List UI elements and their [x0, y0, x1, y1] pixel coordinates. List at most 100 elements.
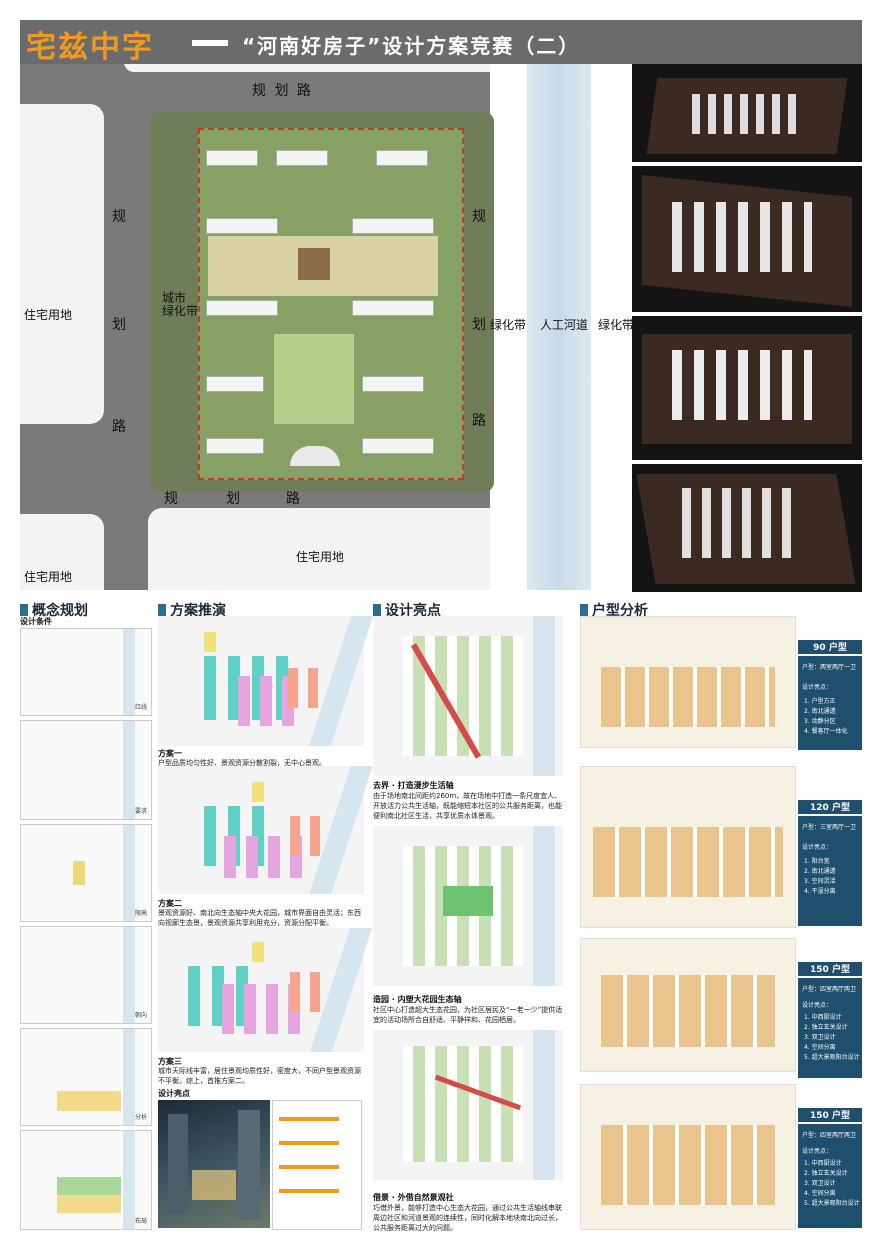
- model-buildings: [672, 202, 812, 272]
- residential-bottomleft-label: 住宅用地: [24, 570, 73, 584]
- highlight-1-text: 由于场地南北间距约260m，故在场地中打造一条尺度宜人、开放活力公共生活轴，既能…: [373, 792, 562, 820]
- unit-point: 5. 超大景观阳台设计: [804, 1200, 860, 1207]
- residential-block-top: [124, 64, 510, 72]
- concept-card-2: 退线要求: [20, 720, 152, 820]
- render-tower: [168, 1114, 188, 1214]
- unit-point: 2. 南北通透: [804, 708, 836, 715]
- residential-block-bottomleft: [20, 514, 104, 590]
- building: [352, 300, 434, 316]
- concept-card-4: 建筑朝向: [20, 926, 152, 1024]
- model-photo-3: [632, 316, 862, 460]
- city-greenbelt-label: 城市 绿化带: [162, 291, 199, 318]
- legend-line: [279, 1189, 339, 1193]
- render-photo: [158, 1100, 270, 1228]
- section-highlights-label: 设计亮点: [385, 603, 441, 619]
- right-road-label-3: 路: [472, 413, 488, 429]
- axo-garden: [443, 886, 493, 916]
- unit-type: 户型：四室两厅两卫: [802, 1132, 857, 1139]
- highlight-axo-2: [373, 826, 563, 986]
- building: [362, 438, 434, 454]
- unit-type: 户型：两室两厅一卫: [802, 664, 857, 671]
- unit-point: 1. 中西厨设计: [804, 1014, 842, 1021]
- section-marker: [580, 604, 588, 616]
- unit-points-title: 设计亮点：: [802, 1002, 833, 1009]
- highlight-2-title: 造园 · 内塑大花园生态轴: [373, 995, 462, 1004]
- brand-title: 宅兹中字: [26, 30, 154, 65]
- residential-bottom-label: 住宅用地: [296, 550, 345, 564]
- residential-block-left: [20, 104, 104, 424]
- legend-line: [279, 1117, 339, 1121]
- unit-type: 户型：四室两厅两卫: [802, 986, 857, 993]
- central-garden: [274, 334, 354, 424]
- scheme-axo-2: [158, 766, 373, 894]
- zone-fill: [57, 1091, 121, 1111]
- floorplan-rooms: [601, 1125, 775, 1205]
- legend-line: [279, 1165, 339, 1169]
- river-strip: [123, 927, 135, 1023]
- highlight-3-title: 借景 · 外借自然景观社: [373, 1193, 454, 1202]
- unit-info-150a: 户型：四室两厅两卫 设计亮点： 1. 中西厨设计 2. 独立玄关设计 3. 双卫…: [798, 978, 862, 1078]
- unit-point: 3. 双卫设计: [804, 1180, 836, 1187]
- unit-type: 户型：三室两厅一卫: [802, 824, 857, 831]
- canal: [527, 64, 591, 590]
- entrance-canopy: [290, 446, 340, 466]
- concept-card-1: 道路红线: [20, 628, 152, 716]
- residential-block-bottom: [148, 508, 520, 590]
- floorplan-rooms: [601, 667, 775, 727]
- unit-points-title: 设计亮点：: [802, 684, 833, 691]
- legend-line: [279, 1141, 339, 1145]
- zone-fill: [57, 1195, 121, 1213]
- page-title: “河南好房子”设计方案竞赛（二）: [242, 34, 581, 58]
- scheme-1-text: 户型品质均匀性好、景观资源分散割裂，无中心景观。: [158, 759, 326, 767]
- right-road-label-1: 规: [472, 209, 488, 225]
- unit-point: 1. 中西厨设计: [804, 1160, 842, 1167]
- concept-card-6: 绿地布局: [20, 1130, 152, 1230]
- scheme-2-title: 方案二: [158, 899, 182, 908]
- header-bar: [20, 20, 862, 64]
- unit-info-90: 户型：两室两厅一卫 设计亮点： 1. 户型方正 2. 南北通透 3. 动静分区 …: [798, 656, 862, 750]
- model-buildings: [692, 94, 802, 134]
- greenbelt-right-label: 绿化带: [598, 318, 635, 332]
- river-strip: [123, 1131, 135, 1229]
- unit-point: 4. 干湿分离: [804, 888, 836, 895]
- highlight-1-title: 去界 · 打造漫步生活轴: [373, 781, 454, 790]
- render-legend-card: [272, 1100, 362, 1230]
- unit-area-90: 90 户型: [798, 640, 862, 654]
- scheme-axo-1: [158, 616, 374, 746]
- model-buildings: [682, 488, 802, 558]
- river-strip: [123, 825, 135, 921]
- building: [206, 300, 278, 316]
- highlight-2-text: 社区中心打造超大生态花园，为社区居民及“一老一少”提供适宜的活动场所合自舒适、平…: [373, 1006, 563, 1024]
- floorplan-rooms: [601, 975, 775, 1047]
- zone-fill-green: [57, 1177, 121, 1195]
- unit-point: 3. 空间灵活: [804, 878, 836, 885]
- section-unit-label: 户型分析: [592, 603, 648, 619]
- render-tower: [238, 1110, 260, 1220]
- floorplan-120: [580, 766, 796, 928]
- unit-point: 2. 独立玄关设计: [804, 1170, 848, 1177]
- central-pavilion: [298, 248, 330, 280]
- height-zone: [73, 861, 85, 885]
- concept-card-5: 日照分析: [20, 1028, 152, 1126]
- unit-area-150a: 150 户型: [798, 962, 862, 976]
- floorplan-150a: [580, 938, 796, 1072]
- building: [352, 218, 434, 234]
- concept-card-3: 建筑限高: [20, 824, 152, 922]
- canal-label: 人工河道: [540, 318, 589, 332]
- section-marker: [158, 604, 166, 616]
- section-marker: [20, 604, 28, 616]
- scheme-highlight-title: 设计亮点: [158, 1089, 190, 1098]
- bottom-road-label-3: 路: [286, 491, 302, 507]
- left-road-label-3: 路: [112, 419, 128, 435]
- render-lights: [192, 1170, 236, 1200]
- model-buildings: [672, 350, 812, 420]
- axo-building: [204, 632, 216, 652]
- unit-point: 5. 超大景观阳台设计: [804, 1054, 860, 1061]
- river-strip: [123, 1029, 135, 1125]
- highlight-axo-3: [373, 1030, 563, 1180]
- residential-left-label: 住宅用地: [24, 308, 73, 322]
- axo-buildings-pink: [222, 984, 302, 1034]
- axo-river: [533, 1030, 555, 1180]
- unit-points-title: 设计亮点：: [802, 844, 833, 851]
- model-photo-2: [632, 166, 862, 312]
